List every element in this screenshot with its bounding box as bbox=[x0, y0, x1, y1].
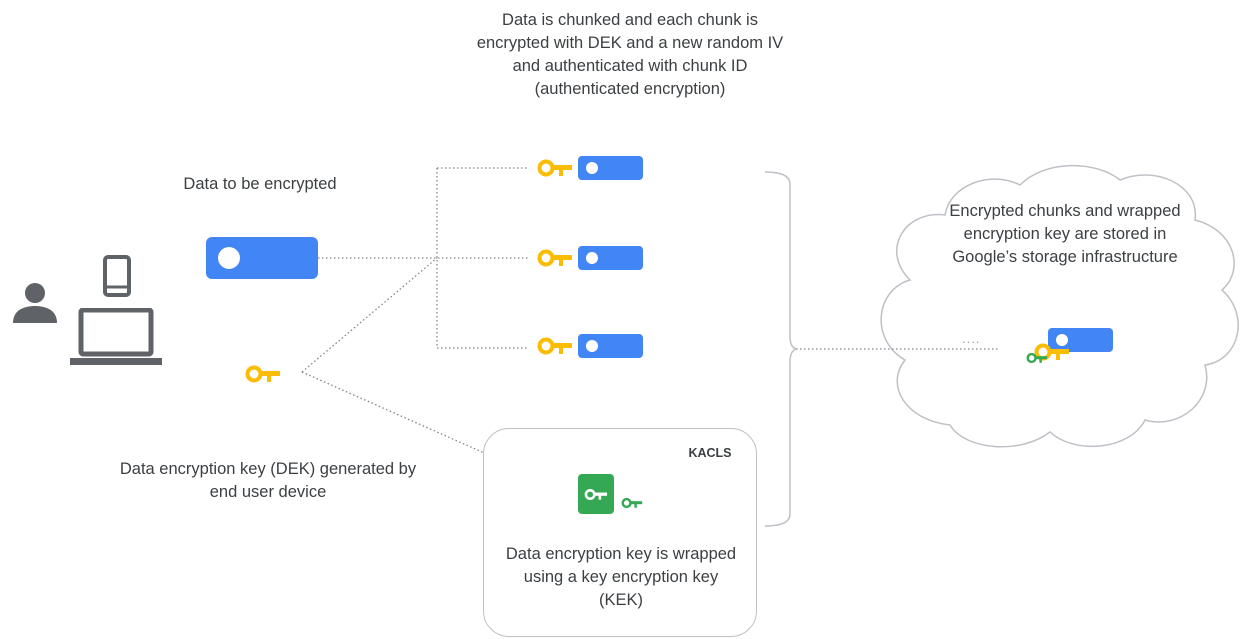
storage-cloud-icon bbox=[880, 164, 1239, 448]
storage-label: Encrypted chunks and wrapped encryption … bbox=[949, 202, 1181, 266]
dek-key-icon bbox=[245, 365, 280, 383]
chunk-3-dot bbox=[586, 340, 598, 352]
wrap-label: Data encryption key is wrapped using a k… bbox=[505, 545, 737, 609]
chunk-1-dot bbox=[586, 162, 598, 174]
chunk-1-key-icon bbox=[537, 159, 572, 177]
chunk-2 bbox=[578, 246, 643, 270]
data-block bbox=[206, 237, 318, 279]
chunk-2-dot bbox=[586, 252, 598, 264]
data-block-dot bbox=[218, 247, 240, 269]
chunk-3 bbox=[578, 334, 643, 358]
kacls-label: KACLS bbox=[688, 446, 732, 460]
person-icon bbox=[13, 283, 57, 323]
chunk-2-key-icon bbox=[537, 249, 572, 267]
chunk-1 bbox=[578, 156, 643, 180]
chunk-3-key-icon bbox=[537, 337, 572, 355]
kek-key-icon bbox=[584, 488, 608, 501]
dek-label: Data encryption key (DEK) generated by e… bbox=[119, 460, 417, 501]
stored-kek-green-key-icon bbox=[1026, 352, 1048, 364]
wrapped-dek-green-key-icon bbox=[621, 497, 643, 509]
kek-key-tile bbox=[578, 474, 614, 514]
stored-chunk-dot bbox=[1056, 334, 1068, 346]
storage-ellipsis: .... bbox=[962, 331, 981, 346]
phone-icon bbox=[103, 255, 131, 297]
laptop-icon bbox=[70, 308, 162, 365]
brace bbox=[764, 171, 799, 527]
kacls-box bbox=[483, 428, 757, 637]
chunking-label: Data is chunked and each chunk is encryp… bbox=[476, 11, 784, 98]
stored-chunk bbox=[1048, 328, 1113, 352]
data-to-encrypt-label: Data to be encrypted bbox=[183, 175, 337, 193]
